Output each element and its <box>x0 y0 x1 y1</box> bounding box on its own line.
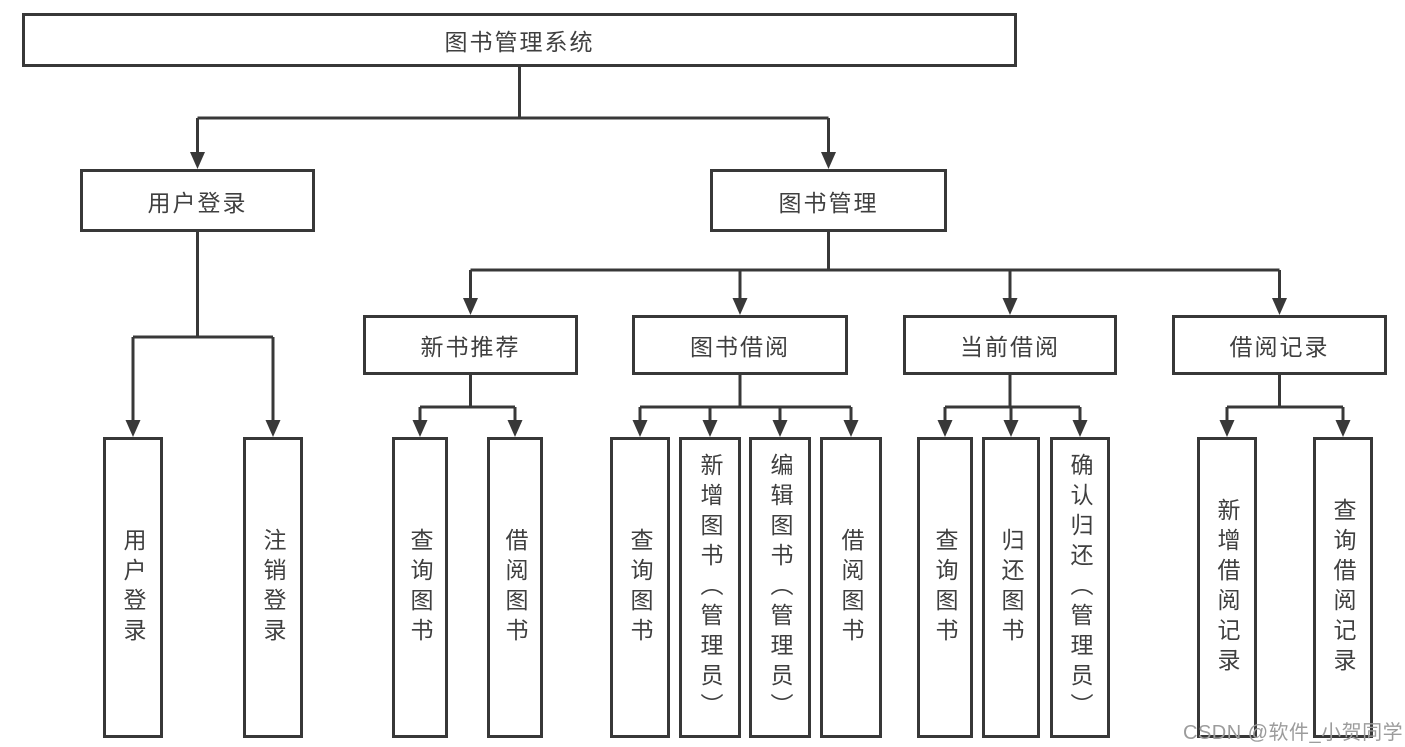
connector-current-children <box>937 375 1088 437</box>
node-query-books-current: 查询图书 <box>917 437 973 738</box>
node-label: 编辑图书（管理员） <box>767 452 793 723</box>
node-label: 查询借阅记录 <box>1330 497 1356 678</box>
node-logout: 注销登录 <box>243 437 303 738</box>
node-label: 查询图书 <box>627 527 653 648</box>
node-label: 新书推荐 <box>420 334 521 360</box>
connector-user-login-children <box>125 232 281 437</box>
node-query-borrow-record: 查询借阅记录 <box>1313 437 1373 738</box>
node-label: 当前借阅 <box>960 334 1060 360</box>
node-edit-book-admin: 编辑图书（管理员） <box>749 437 811 738</box>
node-label: 归还图书 <box>998 527 1024 648</box>
node-label: 借阅图书 <box>838 527 864 648</box>
node-library-management-system: 图书管理系统 <box>22 13 1017 67</box>
node-query-books-borrowing: 查询图书 <box>610 437 670 738</box>
node-label: 注销登录 <box>260 527 286 648</box>
node-borrowing-records: 借阅记录 <box>1172 315 1387 375</box>
node-label: 借阅图书 <box>502 527 528 648</box>
node-label: 图书管理 <box>778 189 879 216</box>
node-borrow-books-borrowing: 借阅图书 <box>820 437 882 738</box>
node-label: 新增图书（管理员） <box>697 452 723 723</box>
node-label: 查询图书 <box>407 527 433 648</box>
node-borrow-books-recommend: 借阅图书 <box>487 437 543 738</box>
node-user-login: 用户登录 <box>80 169 315 232</box>
connector-root-to-level2 <box>190 67 836 169</box>
connector-borrowing-children <box>632 375 859 437</box>
node-label: 图书管理系统 <box>444 29 595 55</box>
node-confirm-return-admin: 确认归还（管理员） <box>1050 437 1110 738</box>
node-add-borrow-record: 新增借阅记录 <box>1197 437 1257 738</box>
node-add-book-admin: 新增图书（管理员） <box>679 437 741 738</box>
node-label: 借阅记录 <box>1229 334 1330 360</box>
node-query-books-recommend: 查询图书 <box>392 437 448 738</box>
node-label: 确认归还（管理员） <box>1067 452 1093 723</box>
node-new-book-recommendation: 新书推荐 <box>363 315 578 375</box>
connector-new-books-children <box>412 375 523 437</box>
watermark-text: CSDN @软件_小贺同学 <box>1183 722 1404 744</box>
node-label: 查询图书 <box>932 527 958 648</box>
node-label: 用户登录 <box>147 189 248 216</box>
node-label: 图书借阅 <box>690 334 790 360</box>
node-label: 用户登录 <box>120 527 146 648</box>
connector-records-children <box>1219 375 1351 437</box>
node-book-borrowing: 图书借阅 <box>632 315 848 375</box>
node-current-borrowing: 当前借阅 <box>903 315 1117 375</box>
node-label: 新增借阅记录 <box>1214 497 1240 678</box>
connector-book-management-children <box>463 232 1287 315</box>
node-book-management: 图书管理 <box>710 169 947 232</box>
node-return-books: 归还图书 <box>982 437 1040 738</box>
node-user-login-action: 用户登录 <box>103 437 163 738</box>
